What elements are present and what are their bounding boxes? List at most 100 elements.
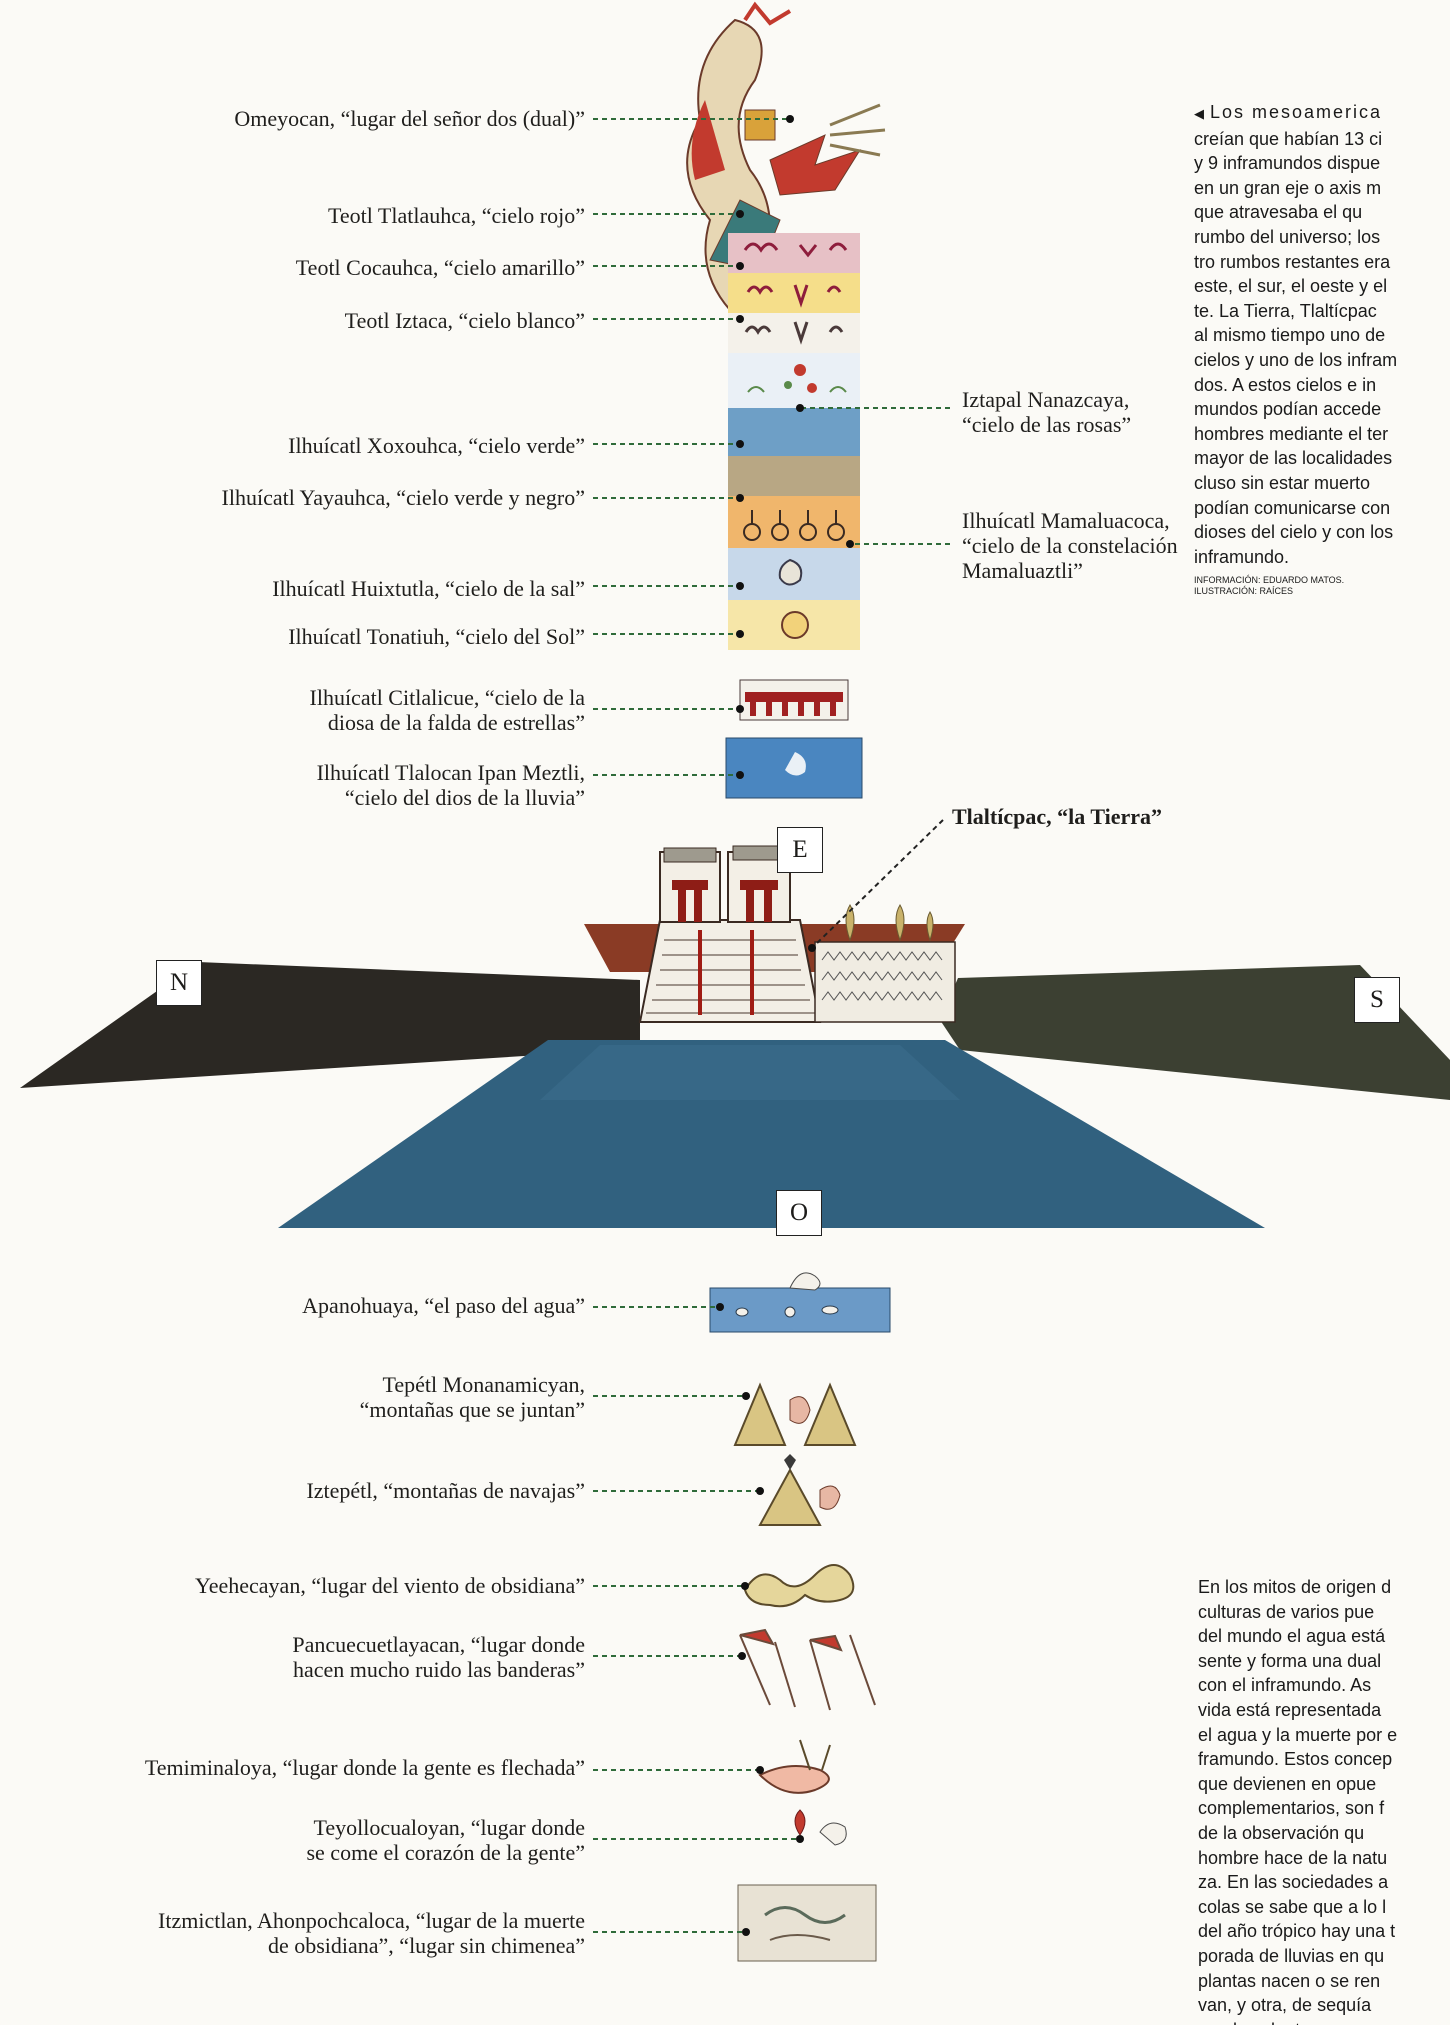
sidebar-line: que devienen en opue <box>1198 1773 1377 1794</box>
label-line: Ilhuícatl Tlalocan Ipan Meztli, <box>316 760 585 785</box>
leader-dot-teotl-cocauhca <box>736 262 744 270</box>
sidebar-line: cielos y uno de los infram <box>1194 349 1398 370</box>
heaven-band-rain-god-icon <box>725 737 863 799</box>
label-teotl-iztaca: Teotl Iztaca, “cielo blanco” <box>345 308 585 333</box>
label-line: Apanohuaya, “el paso del agua” <box>302 1293 585 1318</box>
label-line: Ilhuícatl Citlalicue, “cielo de la <box>309 685 586 710</box>
label-line: Teotl Cocauhca, “cielo amarillo” <box>295 255 585 280</box>
label-line: Temiminaloya, “lugar donde la gente es f… <box>144 1755 585 1780</box>
label-line: se come el corazón de la gente” <box>306 1840 585 1865</box>
label-line: Omeyocan, “lugar del señor dos (dual)” <box>234 106 585 131</box>
sidebar-line: dos. A estos cielos e in <box>1194 374 1377 395</box>
credit-line: ILUSTRACIÓN: RAÍCES <box>1194 586 1294 597</box>
label-line: de obsidiana”, “lugar sin chimenea” <box>267 1933 585 1958</box>
sidebar-line: que las plantas mueren <box>1198 2018 1450 2025</box>
underworld-water-icon <box>709 1272 891 1333</box>
label-line: Itzmictlan, Ahonpochcaloca, “lugar de la… <box>158 1908 585 1933</box>
sidebar-line: al mismo tiempo uno de <box>1194 325 1386 346</box>
label-line: Teotl Tlatlauhca, “cielo rojo” <box>327 203 585 228</box>
sidebar-line: En los mitos de origen d <box>1198 1577 1392 1597</box>
sidebar-line: con el inframundo. As <box>1198 1675 1372 1696</box>
label-line: Ilhuícatl Xoxouhca, “cielo verde” <box>288 433 585 458</box>
sidebar-line: hombre hace de la natu <box>1198 1847 1388 1868</box>
direction-south: S <box>1354 977 1400 1023</box>
leader-dot-yeehecayan <box>741 1582 749 1590</box>
leader-dot-ilhuicatl-xoxouhca <box>736 440 744 448</box>
leader-dot-itzmictlan <box>742 1928 750 1936</box>
label-line: “cielo de las rosas” <box>962 412 1132 437</box>
leader-dot-teotl-tlatlauhca <box>736 210 744 218</box>
label-line: Iztepétl, “montañas de navajas” <box>306 1478 585 1503</box>
earth-label: Tlaltícpac, “la Tierra” <box>952 804 1162 829</box>
label-ilhuicatl-mamaluacoca: Ilhuícatl Mamaluacoca,“cielo de la const… <box>962 508 1178 583</box>
sidebar-line: vida está representada <box>1198 1699 1382 1720</box>
label-line: Yeehecayan, “lugar del viento de obsidia… <box>195 1573 585 1598</box>
sidebar-line: el agua y la muerte por e <box>1198 1724 1398 1745</box>
direction-east: E <box>777 827 823 873</box>
underworld-mountains-meet-icon <box>733 1382 857 1446</box>
sidebar-line: van, y otra, de sequía <box>1198 1995 1372 2016</box>
west-water <box>278 1040 1265 1228</box>
sidebar-line: complementarios, son f <box>1198 1798 1385 1819</box>
heaven-band-red-icon <box>728 233 860 273</box>
underworld-arrows-icon <box>758 1739 831 1794</box>
sidebar-line: de la observación qu <box>1198 1822 1365 1843</box>
west-water-highlight <box>540 1045 960 1100</box>
sidebar-line: cluso sin estar muerto <box>1194 472 1371 493</box>
label-ilhuicatl-xoxouhca: Ilhuícatl Xoxouhca, “cielo verde” <box>288 433 585 458</box>
label-apanohuaya: Apanohuaya, “el paso del agua” <box>302 1293 585 1318</box>
sidebar-line: este, el sur, el oeste y el <box>1194 276 1388 297</box>
heaven-band-yellow-icon <box>728 273 860 313</box>
earth-leader <box>811 819 944 949</box>
leader-dot-iztepetl <box>756 1487 764 1495</box>
leader-dot-ilhuicatl-huixtutla <box>736 582 744 590</box>
label-line: “montañas que se juntan” <box>359 1397 585 1422</box>
underworld-knife-mountains-icon <box>758 1454 841 1526</box>
leader-dot-teyollocualoyan <box>796 1835 804 1843</box>
leader-dot-tepetl-monanamicyan <box>742 1392 750 1400</box>
label-teotl-tlatlauhca: Teotl Tlatlauhca, “cielo rojo” <box>328 203 585 228</box>
label-line: Ilhuícatl Tonatiuh, “cielo del Sol” <box>288 624 585 649</box>
label-ilhuicatl-tlalocan: Ilhuícatl Tlalocan Ipan Meztli,“cielo de… <box>317 760 585 810</box>
sidebar-line: dioses del cielo y con los <box>1194 522 1394 543</box>
sidebar-line: te. La Tierra, Tlaltícpac <box>1194 300 1377 321</box>
sidebar-line: culturas de varios pue <box>1198 1601 1375 1622</box>
sidebar-line: porada de lluvias en qu <box>1198 1945 1385 1966</box>
label-teotl-cocauhca: Teotl Cocauhca, “cielo amarillo” <box>296 255 585 280</box>
leader-dot-ilhuicatl-citlalicue <box>736 705 744 713</box>
leader-dot-teotl-iztaca <box>736 315 744 323</box>
underworld-itzmictlan-icon <box>737 1884 877 1962</box>
label-line: hacen mucho ruido las banderas” <box>293 1657 585 1682</box>
sidebar-line: sente y forma una dual <box>1198 1650 1382 1671</box>
sidebar-line: en un gran eje o axis m <box>1194 177 1382 198</box>
label-line: Mamaluaztli” <box>962 558 1083 583</box>
heaven-band-roses-icon <box>728 353 860 408</box>
label-line: Ilhuícatl Mamaluacoca, <box>962 508 1170 533</box>
label-itzmictlan: Itzmictlan, Ahonpochcaloca, “lugar de la… <box>158 1908 585 1958</box>
label-line: “cielo de la constelación <box>962 533 1178 558</box>
sidebar-line: ◀Los mesoamerica <box>1194 102 1383 122</box>
sidebar-line: mundos podían accede <box>1194 399 1382 420</box>
leader-dot-temiminaloya <box>756 1766 764 1774</box>
label-ilhuicatl-yayauhca: Ilhuícatl Yayauhca, “cielo verde y negro… <box>222 485 585 510</box>
sidebar-line: del mundo el agua está <box>1198 1626 1386 1647</box>
label-iztapal-nanazcaya: Iztapal Nanazcaya,“cielo de las rosas” <box>962 387 1131 437</box>
heaven-band-stars-skirt-icon <box>739 679 849 721</box>
sidebar-line: y 9 inframundos dispue <box>1194 153 1381 174</box>
sidebar-line: que atravesaba el qu <box>1194 202 1363 223</box>
leader-dot-omeyocan <box>786 115 794 123</box>
heaven-band-sun-icon <box>728 600 860 650</box>
heaven-band-green-black <box>728 456 860 496</box>
label-yeehecayan: Yeehecayan, “lugar del viento de obsidia… <box>195 1573 585 1598</box>
leader-dot-ilhuicatl-tlalocan <box>736 771 744 779</box>
leader-dot-ilhuicatl-tonatiuh <box>736 630 744 638</box>
label-line: Iztapal Nanazcaya, <box>962 387 1130 412</box>
sidebar-line: mayor de las localidades <box>1194 448 1393 469</box>
underworld-heart-eating-icon <box>794 1809 847 1846</box>
